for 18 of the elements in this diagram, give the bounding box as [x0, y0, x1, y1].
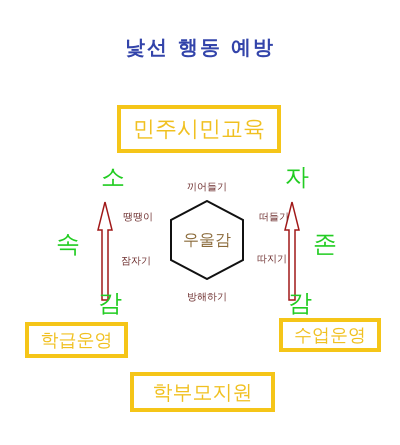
vertical-word-character: 속: [55, 229, 81, 259]
vertical-word-character: 감: [97, 288, 123, 318]
behavior-label: 따지기: [256, 253, 288, 267]
vertical-word-character: 소: [100, 162, 126, 192]
program-box: 학부모지원: [130, 372, 275, 412]
program-box: 민주시민교육: [117, 105, 281, 153]
behavior-label: 방해하기: [186, 291, 228, 305]
vertical-word-character: 감: [287, 288, 313, 318]
behavior-label: 끼어들기: [186, 181, 228, 195]
vertical-word-character: 존: [312, 229, 338, 259]
title: 낯선 행동 예방: [124, 34, 276, 61]
behavior-label: 떠들기: [258, 211, 290, 225]
hexagon-label: 우울감: [182, 230, 232, 250]
behavior-label: 잠자기: [120, 255, 152, 269]
program-box: 수업운영: [279, 318, 381, 352]
program-box: 학급운영: [25, 322, 128, 358]
behavior-label: 땡땡이: [122, 211, 154, 225]
vertical-word-character: 자: [284, 162, 310, 192]
